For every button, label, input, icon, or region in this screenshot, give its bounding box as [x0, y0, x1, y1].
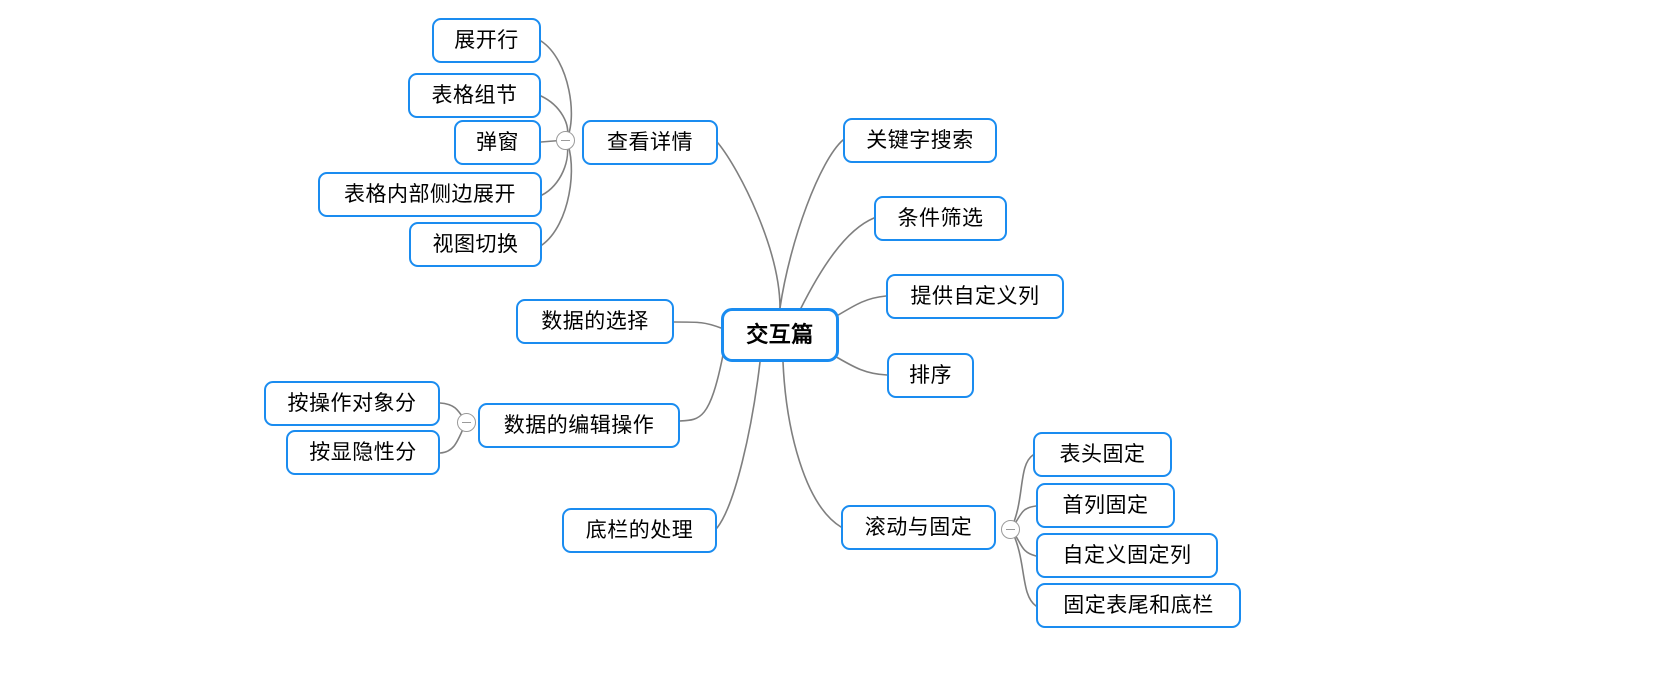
- mindmap-edge: [673, 321, 722, 329]
- mindmap-edge: [679, 354, 724, 422]
- mindmap-node-fixed-header[interactable]: 表头固定: [1033, 432, 1172, 477]
- mindmap-node-view-switch[interactable]: 视图切换: [409, 222, 542, 267]
- mindmap-node-fixed-first-column[interactable]: 首列固定: [1036, 483, 1175, 528]
- mindmap-node-keyword-search[interactable]: 关键字搜索: [843, 118, 997, 163]
- mindmap-node-fixed-footer-bottombar[interactable]: 固定表尾和底栏: [1036, 583, 1241, 628]
- mindmap-node-by-operation-target[interactable]: 按操作对象分: [264, 381, 440, 426]
- minus-circle-icon: [1006, 528, 1015, 531]
- mindmap-edge: [1010, 454, 1034, 530]
- mindmap-node-data-selection[interactable]: 数据的选择: [516, 299, 674, 344]
- minus-circle-icon: [561, 139, 570, 142]
- mindmap-edge: [1010, 528, 1037, 607]
- mindmap-node-scroll-and-fix[interactable]: 滚动与固定: [841, 505, 996, 550]
- collapse-toggle-scroll-and-fix[interactable]: [1001, 520, 1020, 539]
- mindmap-node-expand-row[interactable]: 展开行: [432, 18, 541, 63]
- mindmap-root-node[interactable]: 交互篇: [721, 308, 839, 362]
- mindmap-edge: [716, 361, 761, 529]
- mindmap-node-sort[interactable]: 排序: [887, 353, 974, 398]
- mindmap-edge: [540, 40, 573, 141]
- mindmap-node-by-visibility[interactable]: 按显隐性分: [286, 430, 440, 475]
- mindmap-node-table-group-section[interactable]: 表格组节: [408, 73, 541, 118]
- mindmap-node-condition-filter[interactable]: 条件筛选: [874, 196, 1007, 241]
- mindmap-edge: [782, 361, 842, 528]
- minus-circle-icon: [462, 421, 471, 424]
- collapse-toggle-view-details[interactable]: [556, 131, 575, 150]
- mindmap-node-view-details[interactable]: 查看详情: [582, 120, 718, 165]
- mindmap-node-provide-custom-columns[interactable]: 提供自定义列: [886, 274, 1064, 319]
- mindmap-node-data-edit-operations[interactable]: 数据的编辑操作: [478, 403, 680, 448]
- mindmap-edge: [832, 354, 888, 376]
- mindmap-node-table-inner-side-expand[interactable]: 表格内部侧边展开: [318, 172, 542, 217]
- mindmap-node-popup[interactable]: 弹窗: [454, 120, 541, 165]
- collapse-toggle-data-edit-operations[interactable]: [457, 413, 476, 432]
- mindmap-edge: [779, 139, 844, 309]
- mindmap-node-custom-fixed-columns[interactable]: 自定义固定列: [1036, 533, 1218, 578]
- mindmap-edge: [717, 142, 781, 309]
- mindmap-edge: [799, 217, 875, 311]
- mindmap-node-bottom-bar-handling[interactable]: 底栏的处理: [562, 508, 717, 553]
- mindmap-edge: [541, 139, 573, 246]
